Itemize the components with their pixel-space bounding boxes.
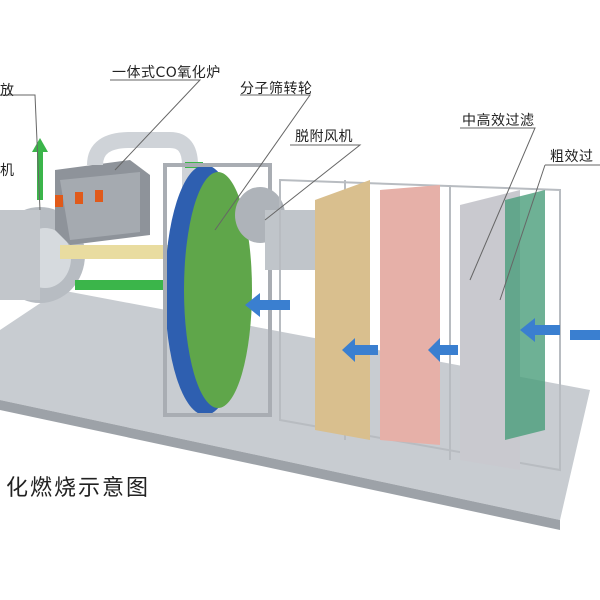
label-exhaust: 放 [0, 83, 15, 99]
main-fan-icon [0, 207, 85, 303]
label-medium-high-filter: 中高效过滤 [462, 113, 535, 129]
label-zeolite-rotor: 分子筛转轮 [240, 81, 313, 97]
label-fan: 机 [0, 163, 15, 179]
desorption-fan-icon [235, 187, 315, 270]
diagram-caption: 化燃烧示意图 [6, 476, 151, 501]
filter-panels [315, 180, 545, 470]
label-co-oxidizer: 一体式CO氧化炉 [112, 65, 221, 81]
label-desorption-fan: 脱附风机 [295, 129, 353, 145]
zeolite-rotor-icon [163, 163, 272, 417]
leader-lines [0, 79, 600, 301]
label-coarse-filter: 粗效过 [550, 149, 594, 165]
co-oxidizer-icon [55, 132, 198, 245]
airflow-arrow-icons [245, 293, 600, 362]
base-platform [0, 290, 590, 520]
